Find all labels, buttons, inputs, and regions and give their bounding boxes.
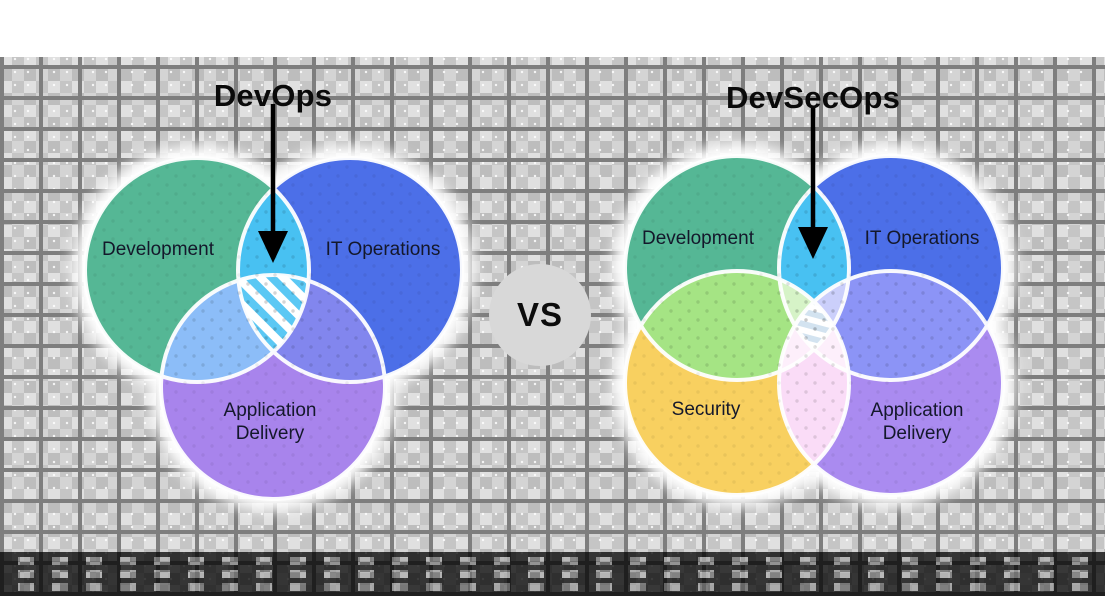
right-security-label: Security [671,399,741,420]
right-development-label: Development [642,228,754,249]
right-it-operations-label: IT Operations [864,228,980,249]
devops-arrowhead-icon [258,231,288,263]
devops-pointer-arrow [258,104,288,263]
left-it-operations-label: IT Operations [325,239,441,260]
left-dot-texture [88,161,459,496]
venn-left-devops [83,156,464,501]
vs-badge-label: VS [516,296,564,333]
left-diagram-title: DevOps [213,78,333,113]
right-application-delivery-label: Application Delivery [870,400,964,444]
devsecops-pointer-arrow [798,106,828,259]
venn-right-devsecops [623,154,1005,497]
right-dot-texture [628,159,1000,492]
left-development-label: Development [102,239,214,260]
devsecops-arrowhead-icon [798,227,828,259]
vs-badge-circle [489,264,591,366]
left-application-delivery-label: Application Delivery [223,400,317,444]
right-diagram-title: DevSecOps [725,80,901,115]
